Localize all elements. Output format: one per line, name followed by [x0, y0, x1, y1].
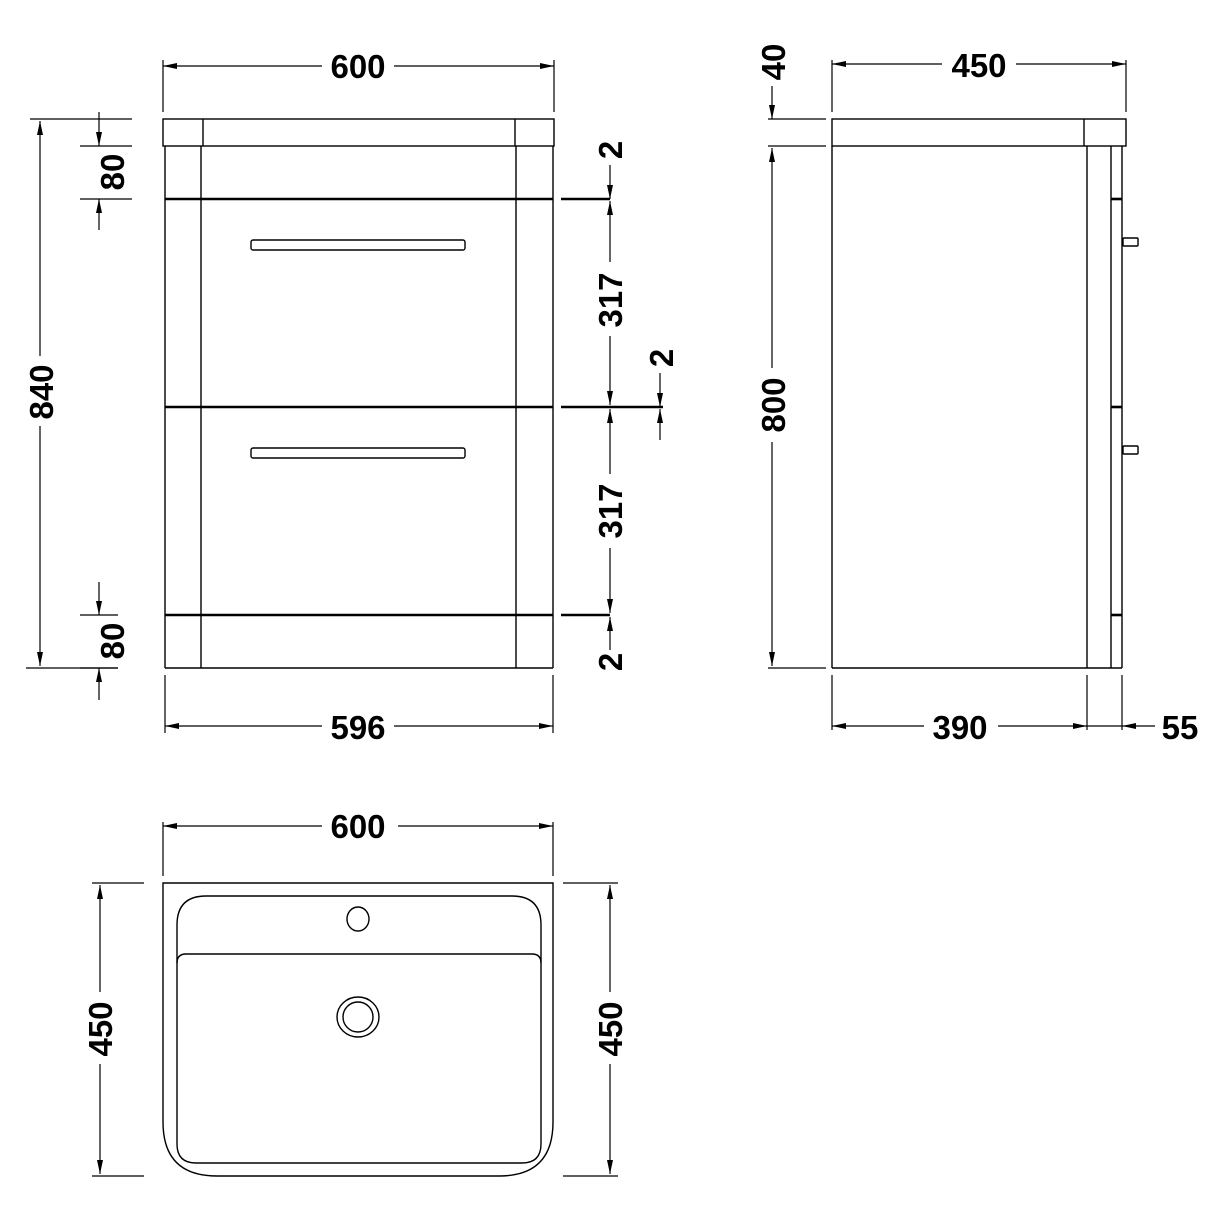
tap-hole-icon: [346, 906, 370, 932]
basin-plan: 600 450 450: [82, 806, 630, 1177]
side-handle-2: [1122, 445, 1139, 455]
front-width-bottom-label: 596: [330, 709, 385, 746]
gap-top-label: 2: [592, 141, 629, 159]
side-depth-top-label: 450: [951, 47, 1006, 84]
front-width-top-label: 600: [330, 48, 385, 85]
top-rail-label: 80: [94, 154, 131, 191]
front-height-label: 840: [23, 364, 60, 419]
basin-width-label: 600: [330, 808, 385, 845]
drawer-1-height-label: 317: [592, 272, 629, 327]
bottom-rail-label: 80: [94, 623, 131, 660]
carcass-depth-label: 390: [932, 709, 987, 746]
basin-depth-right-label: 450: [592, 1001, 629, 1056]
worktop-thickness-label: 40: [755, 44, 792, 81]
front-worktop: [162, 118, 555, 147]
basin-depth-left-label: 450: [82, 1001, 119, 1056]
waste-outer-icon: [336, 996, 380, 1038]
gap-middle-label: 2: [643, 349, 680, 367]
waste-inner-icon: [342, 1001, 374, 1033]
side-worktop: [831, 118, 1127, 147]
basin-outline: [162, 882, 554, 1177]
side-handle-1: [1122, 237, 1139, 247]
gap-bottom-label: 2: [592, 653, 629, 671]
basin-tap-ledge: [176, 953, 542, 964]
side-view: 450 40 800 390 55: [755, 44, 1198, 746]
carcass-height-label: 800: [755, 377, 792, 432]
drawer-2-height-label: 317: [592, 483, 629, 538]
front-view: 600 596 840 80 80 2 317: [20, 46, 680, 746]
front-depth-label: 55: [1162, 709, 1199, 746]
basin-bowl: [176, 895, 542, 1164]
drawer-2-handle: [250, 447, 466, 459]
drawer-1-handle: [250, 239, 466, 251]
